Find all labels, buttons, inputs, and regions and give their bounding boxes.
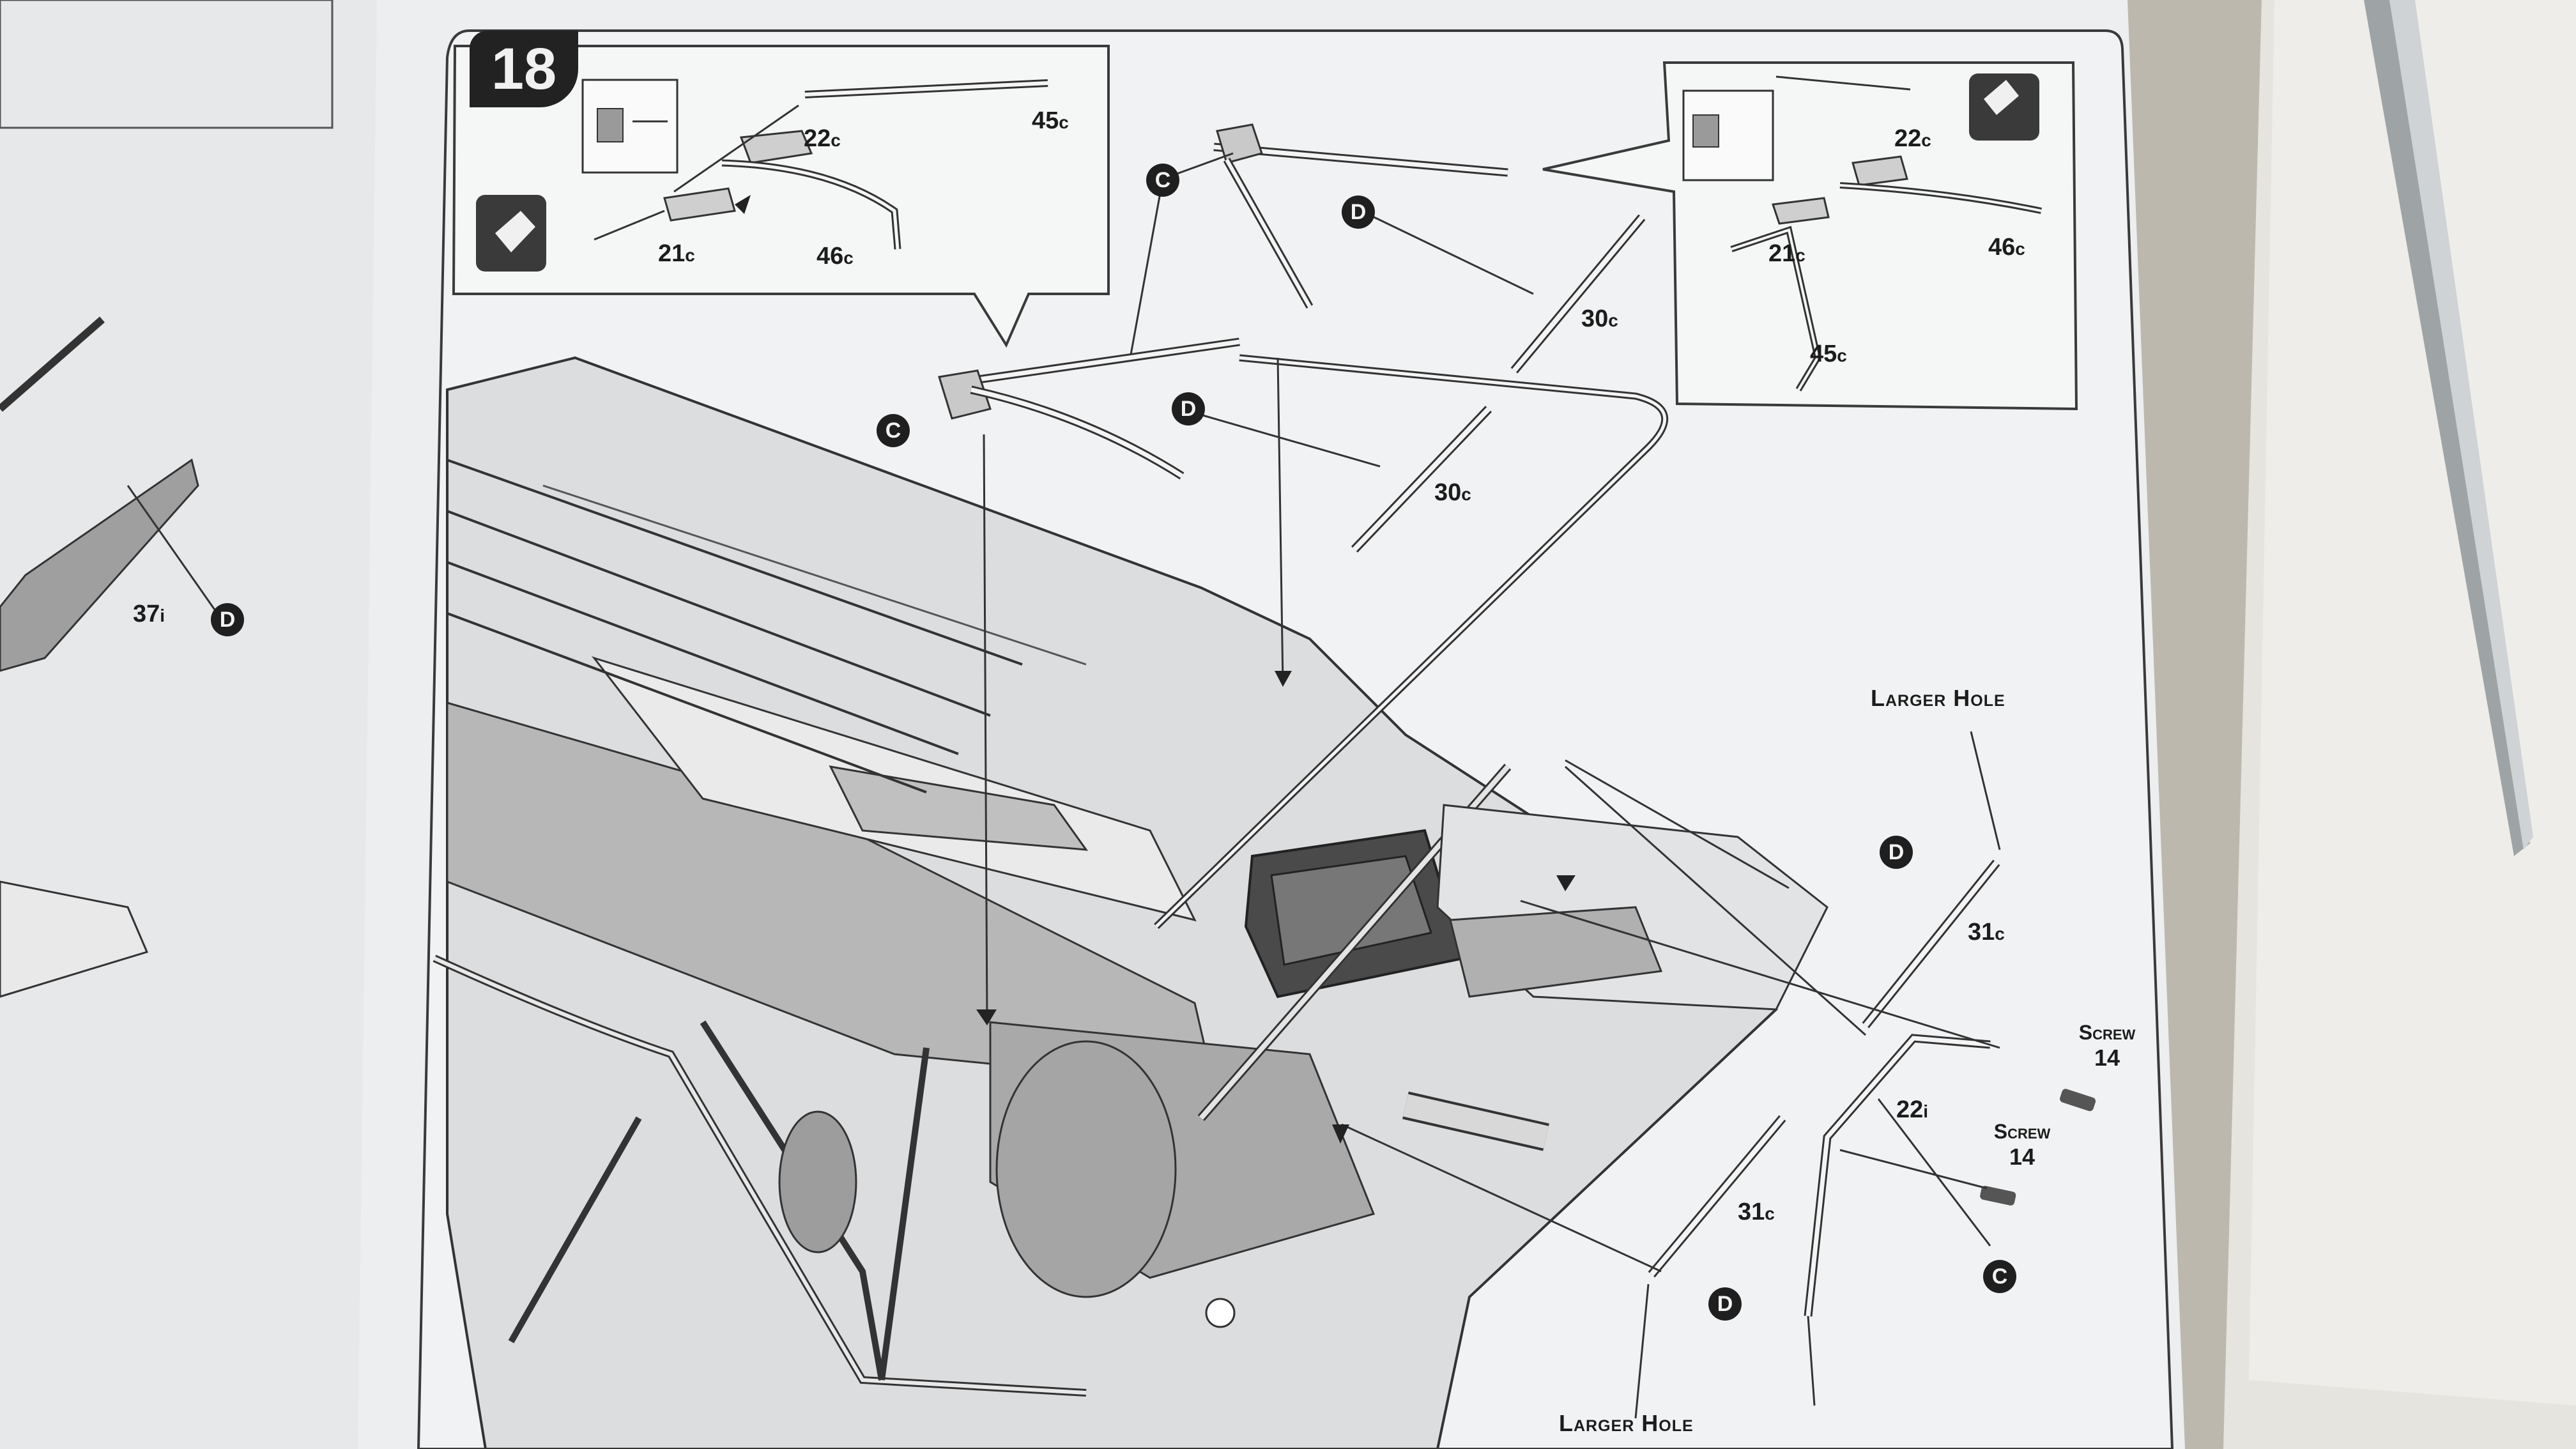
- part-num: 37: [133, 601, 160, 627]
- screw-bottom: [1980, 1186, 2016, 1206]
- part-num: 31: [1738, 1199, 1765, 1225]
- badge-c: C: [1983, 1260, 2016, 1293]
- chassis-drawing: [433, 356, 1828, 1449]
- part-suffix: i: [1923, 1101, 1929, 1121]
- part-num: 21: [1768, 240, 1796, 267]
- part-suffix: c: [1837, 346, 1847, 365]
- arrow-heads: [976, 671, 1575, 1144]
- badge-d: D: [1172, 392, 1205, 425]
- larger-hole-label-bottom: Larger Hole: [1559, 1410, 1694, 1436]
- part-num: 21: [658, 240, 686, 267]
- screw-label: Screw: [2078, 1021, 2136, 1044]
- inset-box-left: [452, 45, 1110, 348]
- part-suffix: c: [1921, 130, 1931, 150]
- part-num: 30: [1434, 479, 1462, 506]
- part-suffix: c: [1795, 245, 1805, 265]
- badge-c: C: [1146, 164, 1179, 197]
- badge-d: D: [1708, 1287, 1742, 1321]
- suspension-parts: [0, 123, 2096, 1317]
- part-label-46c: 46c: [816, 244, 854, 268]
- part-label-45c-right: 45c: [1810, 342, 1847, 366]
- part-num: 31: [1968, 919, 1995, 946]
- part-num: 22: [1896, 1096, 1924, 1123]
- part-suffix: c: [831, 130, 841, 150]
- part-num: 30: [1581, 305, 1609, 332]
- part-label-30c-bottom: 30c: [1434, 480, 1471, 505]
- part-num: 45: [1810, 341, 1837, 367]
- part-label-37i: 37i: [133, 602, 165, 626]
- part-suffix: c: [685, 245, 695, 265]
- part-suffix: c: [843, 248, 854, 268]
- screw-label: Screw: [1993, 1120, 2051, 1143]
- screw-number: 14: [2094, 1045, 2120, 1071]
- inset-box-right: [1542, 61, 2078, 411]
- part-suffix: c: [1461, 484, 1471, 504]
- badge-d: D: [1342, 195, 1375, 229]
- part-suffix: c: [1765, 1204, 1775, 1223]
- larger-hole-label-top: Larger Hole: [1871, 685, 2005, 711]
- part-suffix: c: [2015, 239, 2025, 259]
- screw-top: [2060, 1089, 2096, 1112]
- part-num: 46: [1988, 234, 2016, 261]
- screw-callout-top: Screw 14: [2069, 1022, 2145, 1070]
- part-label-31c-top: 31c: [1968, 920, 2005, 944]
- part-label-46c-right: 46c: [1988, 235, 2025, 259]
- part-label-30c-top: 30c: [1581, 307, 1618, 331]
- leader-lines: [126, 152, 2001, 1419]
- badge-d: D: [211, 603, 244, 636]
- part-suffix: c: [1608, 310, 1618, 330]
- part-label-31c-bottom: 31c: [1738, 1200, 1775, 1224]
- part-label-22i: 22i: [1896, 1098, 1928, 1122]
- part-num: 46: [816, 243, 844, 270]
- screw-number: 14: [2009, 1144, 2035, 1170]
- part-label-45c: 45c: [1032, 109, 1069, 133]
- part-label-22c: 22c: [804, 126, 841, 151]
- part-suffix: c: [1995, 924, 2005, 944]
- part-label-21c: 21c: [658, 241, 695, 266]
- part-num: 45: [1032, 107, 1059, 134]
- part-suffix: i: [160, 606, 165, 625]
- step-number: 18: [470, 31, 578, 107]
- part-num: 22: [804, 125, 831, 152]
- part-suffix: c: [1059, 112, 1069, 132]
- badge-c: C: [877, 414, 910, 447]
- part-num: 22: [1894, 125, 1922, 152]
- tweezers: [2364, 0, 2533, 856]
- part-label-22c-right: 22c: [1894, 126, 1931, 151]
- badge-d: D: [1880, 836, 1913, 869]
- left-page: [0, 0, 390, 1449]
- screw-callout-bottom: Screw 14: [1984, 1121, 2060, 1169]
- part-label-21c-right: 21c: [1768, 241, 1805, 266]
